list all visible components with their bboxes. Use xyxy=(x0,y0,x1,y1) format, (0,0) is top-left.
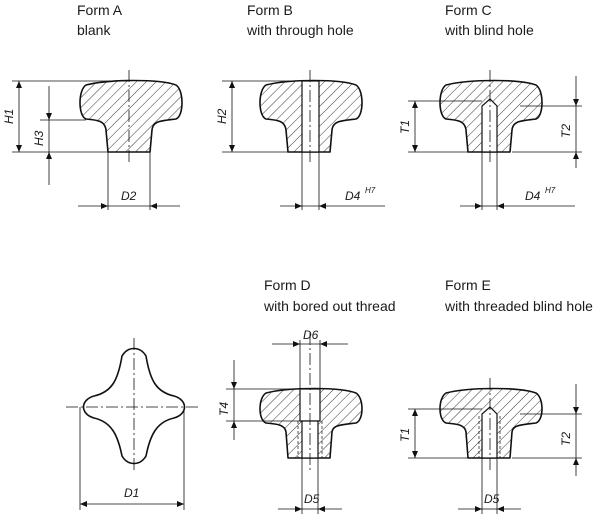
d2-label: D2 xyxy=(121,189,137,203)
plan-view: D1 xyxy=(66,338,200,510)
form-d-subtitle: with bored out thread xyxy=(263,298,396,314)
t4-label: T4 xyxy=(217,402,231,416)
t1-label: T1 xyxy=(398,428,412,442)
form-b-subtitle: with through hole xyxy=(246,22,354,38)
t2-label: T2 xyxy=(559,432,573,446)
form-d-title: Form D xyxy=(264,277,311,293)
threaded-blind-hole xyxy=(481,406,498,459)
form-e: Form E with threaded blind hole T1 T2 D5 xyxy=(398,277,593,514)
d4-label: D4 xyxy=(345,189,361,203)
form-e-subtitle: with threaded blind hole xyxy=(444,298,593,314)
d1-label: D1 xyxy=(124,486,139,500)
form-a: Form A blank H1 H3 D2 xyxy=(2,2,183,210)
form-e-title: Form E xyxy=(445,277,491,293)
blind-hole xyxy=(481,98,498,153)
form-c-title: Form C xyxy=(445,2,492,18)
h3-label: H3 xyxy=(32,130,46,146)
d5-label: D5 xyxy=(484,492,500,506)
tolerance-h7: H7 xyxy=(545,186,556,195)
h1-label: H1 xyxy=(2,109,16,124)
form-d: Form D with bored out thread D6 T4 D5 xyxy=(217,277,396,514)
form-c: Form C with blind hole T1 T2 D4 H7 xyxy=(398,2,582,210)
tolerance-h7: H7 xyxy=(365,186,376,195)
d4-label: D4 xyxy=(525,189,541,203)
form-b-title: Form B xyxy=(247,2,293,18)
h2-label: H2 xyxy=(215,108,229,124)
form-c-subtitle: with blind hole xyxy=(444,22,534,38)
form-a-title: Form A xyxy=(77,2,123,18)
d6-label: D6 xyxy=(303,328,319,342)
knob-section-a xyxy=(79,79,183,153)
t1-label: T1 xyxy=(398,120,412,134)
through-hole xyxy=(301,80,320,153)
d5-label: D5 xyxy=(304,492,320,506)
t2-label: T2 xyxy=(559,124,573,138)
form-a-subtitle: blank xyxy=(77,22,111,38)
form-b: Form B with through hole H2 D4 H7 xyxy=(215,2,385,210)
